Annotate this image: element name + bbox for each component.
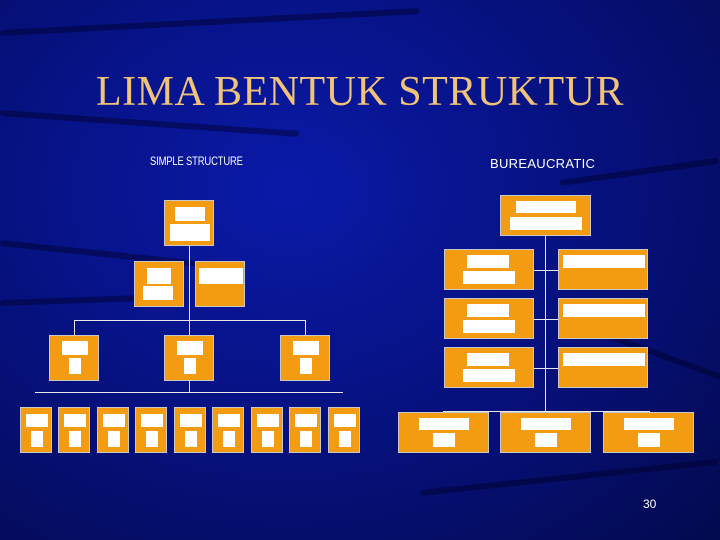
org-box [500,195,591,236]
background-streak [0,8,420,36]
org-box [58,407,90,453]
bureaucratic-label: BUREAUCRATIC [490,156,596,171]
org-box [164,335,214,381]
org-box [398,412,489,453]
connector-line [189,381,190,393]
simple-structure-label: SIMPLE STRUCTURE [150,156,243,168]
org-box [558,347,648,388]
page-number: 30 [643,497,657,511]
org-box [174,407,206,453]
org-box [134,261,184,307]
connector-line [35,392,343,393]
connector-line [189,320,190,335]
background-streak [419,458,719,496]
org-box [49,335,99,381]
org-box [444,347,534,388]
background-streak [0,294,151,306]
connector-line [534,368,558,369]
org-box [444,298,534,339]
org-box [444,249,534,290]
org-box [135,407,167,453]
org-box [500,412,591,453]
org-box [558,298,648,339]
slide-title: LIMA BENTUK STRUKTUR [95,69,624,115]
org-box [289,407,321,453]
org-box [251,407,283,453]
connector-line [74,320,75,335]
connector-line [545,236,546,412]
org-box [328,407,360,453]
connector-line [443,411,650,412]
org-box [603,412,694,453]
connector-line [534,270,558,271]
org-box [212,407,244,453]
org-box [97,407,129,453]
connector-line [534,319,558,320]
org-box [195,261,245,307]
connector-line [305,320,306,335]
org-box [280,335,330,381]
org-box [164,200,214,246]
org-box [20,407,52,453]
org-box [558,249,648,290]
connector-line [189,246,190,321]
